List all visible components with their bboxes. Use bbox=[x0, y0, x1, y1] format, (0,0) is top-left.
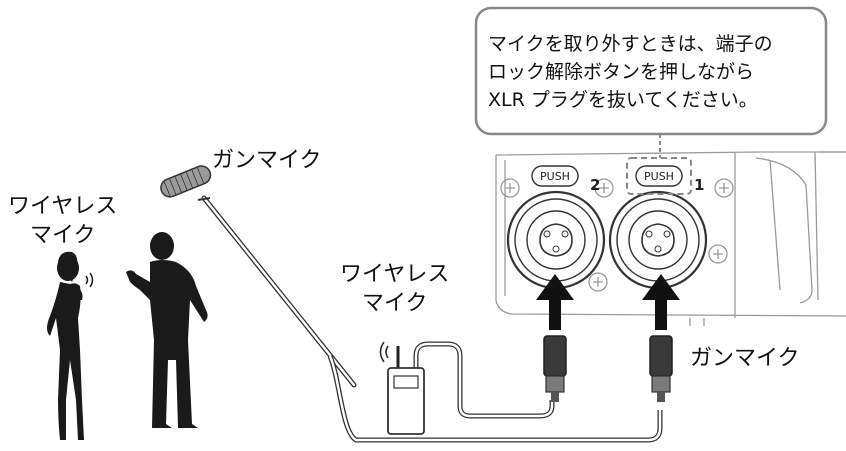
boom-pole bbox=[197, 195, 357, 388]
push-button-1: PUSH bbox=[635, 165, 683, 187]
xlr-plug-1 bbox=[649, 335, 673, 402]
recorder-device bbox=[495, 151, 846, 326]
wireless-receiver-icon bbox=[379, 341, 425, 435]
gun-mic-label-right: ガンマイク bbox=[690, 346, 800, 371]
cables bbox=[327, 341, 663, 443]
push-label-2: PUSH bbox=[540, 170, 570, 183]
woman-silhouette bbox=[47, 251, 94, 440]
wireless-mic-label-left-1: ワイヤレス bbox=[8, 194, 117, 219]
channel-number-1: 1 bbox=[694, 176, 704, 194]
push-highlight-box bbox=[626, 157, 692, 195]
gun-mic-icon bbox=[160, 165, 212, 198]
gun-mic-label-top: ガンマイク bbox=[212, 148, 322, 173]
channel-number-2: 2 bbox=[590, 176, 600, 194]
insert-arrow-2 bbox=[536, 274, 574, 330]
wireless-mic-label-center-1: ワイヤレス bbox=[340, 262, 449, 287]
wireless-mic-label-left-2: マイク bbox=[30, 223, 96, 248]
callout-line-2: ロック解除ボタンを押しながら bbox=[488, 61, 754, 83]
push-label-1: PUSH bbox=[644, 170, 674, 183]
input-jack-2 bbox=[506, 190, 606, 290]
push-button-2: PUSH bbox=[531, 165, 579, 187]
callout-line-1: マイクを取り外すときは、端子の bbox=[488, 33, 773, 55]
xlr-plug-2 bbox=[543, 335, 567, 402]
wireless-mic-label-center-2: マイク bbox=[362, 291, 428, 316]
callout-line-3: XLR プラグを抜いてください。 bbox=[488, 89, 758, 111]
man-silhouette bbox=[126, 232, 208, 428]
input-jack-1 bbox=[608, 190, 708, 290]
callout-box: マイクを取り外すときは、端子の ロック解除ボタンを押しながら XLR プラグを抜… bbox=[474, 6, 828, 158]
insert-arrow-1 bbox=[642, 274, 680, 330]
